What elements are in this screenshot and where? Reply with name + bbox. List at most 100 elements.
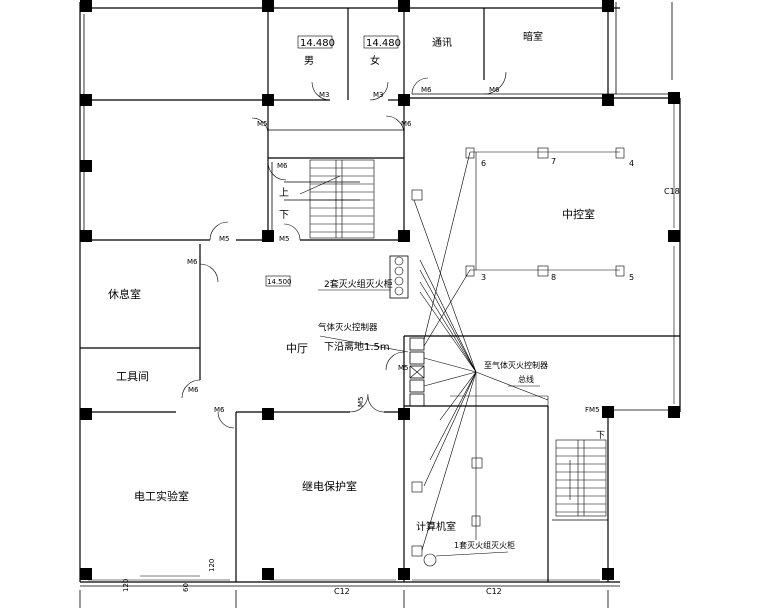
- smoke-detector-icon: [615, 265, 625, 277]
- room-labels: 男 女 通讯 暗室 中控室 休息室 工具间 中厅 电工实验室 继电保护室 计算机…: [108, 30, 595, 533]
- annot-pipe-depth: 下沿离地1.5m: [324, 340, 390, 353]
- room-communication: 通讯: [432, 37, 452, 49]
- door-label: M6: [277, 162, 288, 170]
- room-relay-protection: 继电保护室: [302, 479, 357, 493]
- room-computer: 计算机室: [416, 520, 456, 533]
- door-label: M6: [188, 386, 199, 394]
- level-markers: 14.480 14.480 14.500: [265, 35, 401, 287]
- column: [80, 160, 92, 172]
- column: [80, 568, 92, 580]
- smoke-detector-icon: [471, 515, 481, 527]
- gas-cylinder-icon: [394, 266, 404, 276]
- column: [80, 230, 92, 242]
- door-label: M5: [257, 120, 268, 128]
- column: [262, 568, 274, 580]
- controller-icon: [409, 351, 425, 365]
- door-swings: [181, 71, 507, 429]
- door-label: M3: [319, 91, 330, 99]
- door-label: M5: [357, 397, 365, 408]
- level-hall: 14.500: [267, 278, 292, 286]
- detector-number: 4: [629, 159, 634, 168]
- gas-cylinder-icon: [394, 276, 404, 286]
- room-rest: 休息室: [108, 287, 141, 301]
- column: [398, 94, 410, 106]
- column: [398, 408, 410, 420]
- door-label: FM5: [585, 406, 600, 414]
- annot-cylinder-group2: 2套灭火组灭火柜: [324, 278, 393, 290]
- gas-cylinder-icon: [423, 553, 437, 567]
- column: [80, 0, 92, 12]
- dimensions: C18 C12 C12 120 120 60: [122, 187, 680, 596]
- room-male-toilet: 男: [304, 55, 314, 67]
- column: [398, 230, 410, 242]
- column: [668, 406, 680, 418]
- windows: [88, 104, 675, 581]
- annot-bus-line: 总线: [518, 374, 534, 384]
- detector-icon: [411, 481, 423, 493]
- annotations: 2套灭火组灭火柜 气体灭火控制器 下沿离地1.5m 至气体灭火控制器 总线 1套…: [318, 278, 548, 557]
- walls: [79, 2, 681, 608]
- smoke-detector-icon: [465, 265, 475, 277]
- door-label: M5: [279, 235, 290, 243]
- column: [398, 568, 410, 580]
- detector-number: 8: [551, 273, 556, 282]
- door-label: M5: [398, 364, 409, 372]
- smoke-detector-icon: [615, 147, 625, 159]
- stair-up-label: 上: [279, 187, 289, 199]
- column: [602, 568, 614, 580]
- room-central-control: 中控室: [562, 207, 595, 221]
- room-female-toilet: 女: [370, 54, 380, 67]
- detector-number: 7: [551, 157, 556, 166]
- room-darkroom: 暗室: [523, 30, 543, 43]
- controller-icon: [409, 337, 425, 351]
- column: [262, 230, 274, 242]
- level-female: 14.480: [366, 38, 401, 49]
- column: [602, 0, 614, 12]
- gas-cylinder-icon: [394, 286, 404, 296]
- dim-120: 120: [122, 579, 130, 592]
- column: [262, 0, 274, 12]
- stair-down-label-right: 下: [596, 431, 605, 441]
- door-label: M6: [214, 406, 225, 414]
- controller-icon: [409, 365, 425, 379]
- detector-network: 6 7 4 3 8 5: [413, 147, 634, 551]
- right-stair: 下: [555, 431, 607, 517]
- annot-cylinder-group1: 1套灭火组灭火柜: [454, 540, 515, 550]
- detector-number: 6: [481, 159, 486, 168]
- dim-60: 60: [182, 583, 190, 592]
- door-label: M5: [219, 235, 230, 243]
- dim-c18: C18: [664, 187, 680, 196]
- column: [80, 94, 92, 106]
- door-label: M6: [187, 258, 198, 266]
- columns: [80, 0, 680, 580]
- heat-detector-icon: [537, 147, 549, 159]
- column: [602, 94, 614, 106]
- room-hall: 中厅: [286, 342, 308, 355]
- door-label: M6: [489, 86, 500, 94]
- annot-to-gas-controller: 至气体灭火控制器: [484, 360, 548, 370]
- door-label: M6: [421, 86, 432, 94]
- detector-number: 3: [481, 273, 486, 282]
- heat-detector-icon: [537, 265, 549, 277]
- fire-equipment: [389, 189, 437, 567]
- column: [80, 408, 92, 420]
- column: [668, 92, 680, 104]
- door-label: M6: [401, 120, 412, 128]
- controller-icon: [409, 393, 425, 407]
- dim-c12: C12: [334, 587, 350, 596]
- center-stair: 上 下: [279, 159, 375, 239]
- detector-icon: [411, 545, 423, 557]
- column: [602, 406, 614, 418]
- detector-number: 5: [629, 273, 634, 282]
- dim-c12: C12: [486, 587, 502, 596]
- heat-detector-icon: [471, 457, 483, 469]
- room-tools: 工具间: [116, 370, 149, 383]
- column: [262, 408, 274, 420]
- room-electrician-lab: 电工实验室: [134, 489, 189, 503]
- dim-120: 120: [208, 559, 216, 572]
- column: [398, 0, 410, 12]
- level-male: 14.480: [300, 38, 335, 49]
- stair-down-label: 下: [279, 210, 289, 221]
- column: [668, 230, 680, 242]
